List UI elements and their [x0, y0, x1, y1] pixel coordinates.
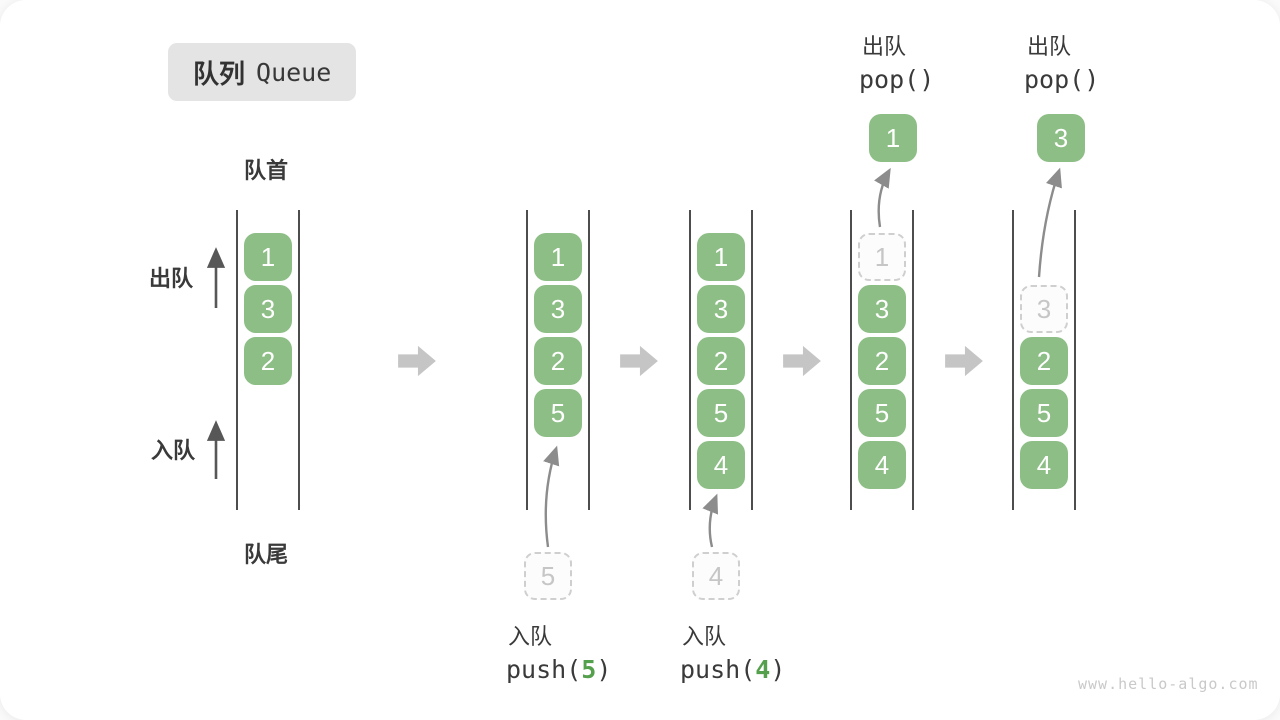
title-zh: 队列	[193, 58, 246, 89]
queue-wall-left	[850, 210, 852, 510]
queue-cell-dashed: 3	[1020, 285, 1068, 333]
dequeue-3-arrow	[1037, 167, 1062, 278]
caption-enqueue-label: 入队	[682, 624, 727, 649]
queue-cell: 2	[534, 337, 582, 385]
queue-cell: 2	[697, 337, 745, 385]
enqueue-5-arrow	[543, 445, 560, 548]
label-queue-front: 队首	[244, 158, 289, 183]
queue-wall-right	[751, 210, 753, 510]
op-close: )	[596, 655, 612, 684]
label-enqueue-side: 入队	[151, 438, 196, 463]
header-dequeue-label: 出队	[1027, 34, 1072, 59]
step-arrow-icon	[945, 345, 983, 377]
header-pop-call: pop()	[1024, 65, 1100, 94]
queue-cell: 2	[1020, 337, 1068, 385]
title-en: Queue	[256, 57, 332, 87]
incoming-cell-dashed: 4	[692, 552, 740, 600]
queue-cell: 2	[244, 337, 292, 385]
watermark: www.hello-algo.com	[1078, 675, 1259, 693]
op-open: push(	[680, 655, 756, 684]
queue-cell: 5	[1020, 389, 1068, 437]
label-dequeue-side: 出队	[149, 266, 194, 291]
queue-wall-right	[588, 210, 590, 510]
op-close: )	[770, 655, 786, 684]
queue-cell: 5	[534, 389, 582, 437]
caption-push-call: push(4)	[680, 655, 785, 684]
queue-wall-right	[298, 210, 300, 510]
queue-wall-right	[1074, 210, 1076, 510]
queue-wall-left	[689, 210, 691, 510]
op-arg: 4	[755, 655, 771, 684]
queue-wall-left	[526, 210, 528, 510]
popped-cell: 1	[869, 114, 917, 162]
header-dequeue-label: 出队	[862, 34, 907, 59]
enqueue-4-arrow	[702, 493, 719, 548]
queue-cell: 5	[697, 389, 745, 437]
title-badge: 队列 Queue	[168, 43, 357, 101]
op-open: push(	[506, 655, 582, 684]
queue-cell: 1	[697, 233, 745, 281]
step-arrow-icon	[620, 345, 658, 377]
queue-wall-left	[236, 210, 238, 510]
queue-cell: 3	[858, 285, 906, 333]
step-arrow-icon	[783, 345, 821, 377]
queue-cell: 4	[1020, 441, 1068, 489]
queue-cell: 4	[858, 441, 906, 489]
queue-cell: 5	[858, 389, 906, 437]
queue-cell: 3	[697, 285, 745, 333]
queue-cell-dashed: 1	[858, 233, 906, 281]
queue-wall-left	[1012, 210, 1014, 510]
queue-cell: 3	[244, 285, 292, 333]
incoming-cell-dashed: 5	[524, 552, 572, 600]
op-arg: 5	[581, 655, 597, 684]
caption-push-call: push(5)	[506, 655, 611, 684]
queue-cell: 3	[534, 285, 582, 333]
caption-enqueue-label: 入队	[508, 624, 553, 649]
queue-cell: 1	[534, 233, 582, 281]
step-arrow-icon	[398, 345, 436, 377]
label-queue-rear: 队尾	[244, 542, 289, 567]
dequeue-1-arrow	[874, 167, 891, 228]
queue-wall-right	[912, 210, 914, 510]
queue-cell: 4	[697, 441, 745, 489]
header-pop-call: pop()	[859, 65, 935, 94]
queue-cell: 2	[858, 337, 906, 385]
popped-cell: 3	[1037, 114, 1085, 162]
queue-cell: 1	[244, 233, 292, 281]
